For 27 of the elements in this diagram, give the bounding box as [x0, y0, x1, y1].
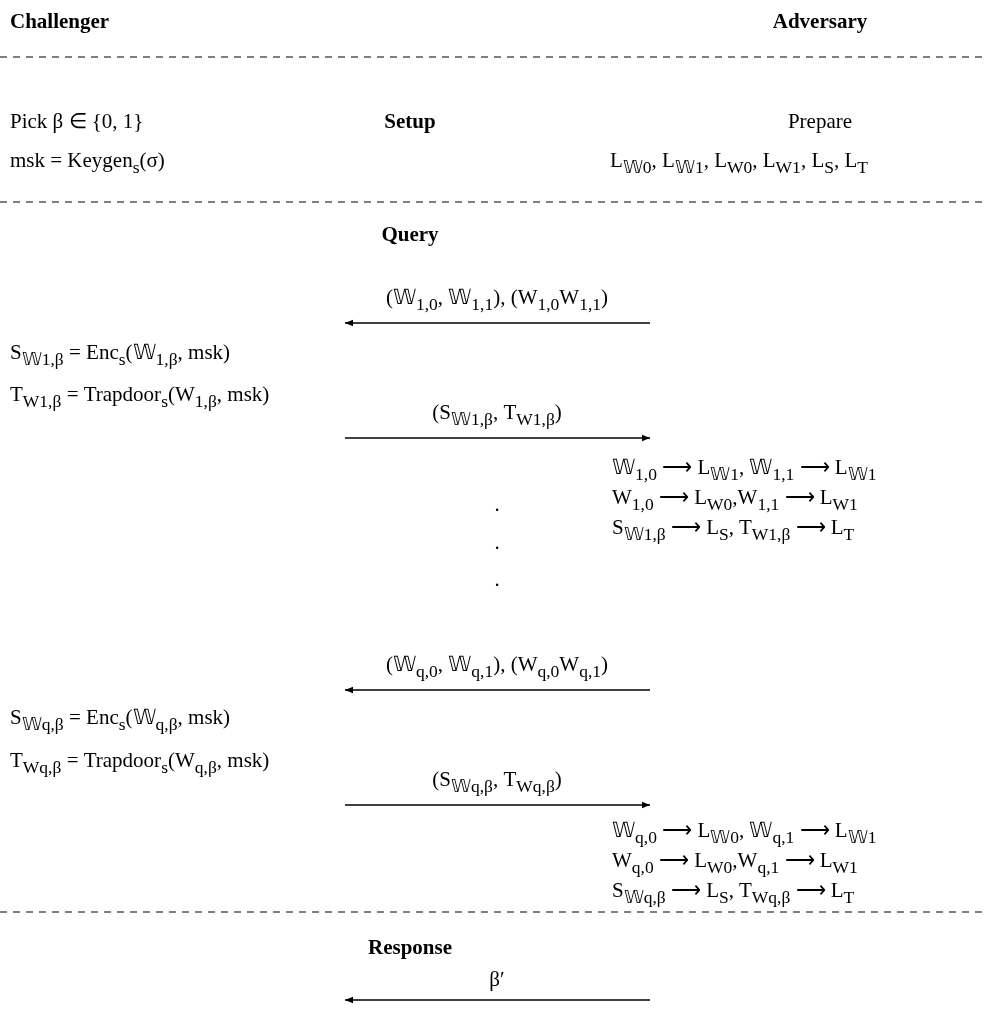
ellipsis-dot: . [494, 492, 500, 518]
message-label: (S$_{𝕎1,β}$, T$_{W1,β}$) [432, 400, 562, 430]
phase-heading: Response [368, 935, 452, 961]
step-text: Pick β ∈ {0, 1} [10, 109, 144, 135]
message-label: (𝕎$_{1,0}$, 𝕎$_{1,1}$), (W$_{1,0}$W$_{1,1}$) [385, 285, 609, 315]
formula-text: T$_{Wq,β}$ = Trapdoor$_{s}$(W$_{q,β}$, msk) [10, 748, 270, 778]
message-label: (S$_{𝕎q,β}$, T$_{Wq,β}$) [432, 767, 562, 797]
ellipsis-dot: . [494, 530, 500, 556]
formula-text: L$_{𝕎0}$, L$_{𝕎1}$, L$_{W0}$, L$_{W1}$, L$_{S}$, L$_{T}$ [610, 148, 868, 178]
formula-text: S$_{𝕎q,β}$ ⟶ L$_{S}$, T$_{Wq,β}$ ⟶ L$_{T}$ [612, 878, 855, 908]
formula-text: W$_{1,0}$ ⟶ L$_{W0}$,W$_{1,1}$ ⟶ L$_{W1}$ [612, 485, 858, 515]
phase-heading: Setup [384, 109, 436, 135]
formula-text: S$_{𝕎1,β}$ = Enc$_{s}$(𝕎$_{1,β}$, msk) [10, 340, 231, 370]
formula-text: 𝕎$_{q,0}$ ⟶ L$_{𝕎0}$, 𝕎$_{q,1}$ ⟶ L$_{𝕎1}$ [612, 818, 877, 848]
formula-text: W$_{q,0}$ ⟶ L$_{W0}$,W$_{q,1}$ ⟶ L$_{W1}$ [612, 848, 858, 878]
column-heading: Adversary [772, 9, 868, 35]
formula-text: msk = Keygen$_{s}$(σ) [10, 148, 165, 178]
formula-text: S$_{𝕎q,β}$ = Enc$_{s}$(𝕎$_{q,β}$, msk) [10, 705, 231, 735]
step-text: Prepare [787, 109, 853, 135]
formula-text: S$_{𝕎1,β}$ ⟶ L$_{S}$, T$_{W1,β}$ ⟶ L$_{T}$ [612, 515, 855, 545]
phase-heading: Query [381, 222, 439, 248]
ellipsis-dot: . [494, 567, 500, 593]
message-label: β′ [489, 967, 505, 993]
message-label: (𝕎$_{q,0}$, 𝕎$_{q,1}$), (W$_{q,0}$W$_{q,1}$) [385, 652, 609, 682]
formula-text: T$_{W1,β}$ = Trapdoor$_{s}$(W$_{1,β}$, msk) [10, 382, 270, 412]
formula-text: 𝕎$_{1,0}$ ⟶ L$_{𝕎1}$, 𝕎$_{1,1}$ ⟶ L$_{𝕎1}$ [612, 455, 877, 485]
column-heading: Challenger [10, 9, 110, 35]
